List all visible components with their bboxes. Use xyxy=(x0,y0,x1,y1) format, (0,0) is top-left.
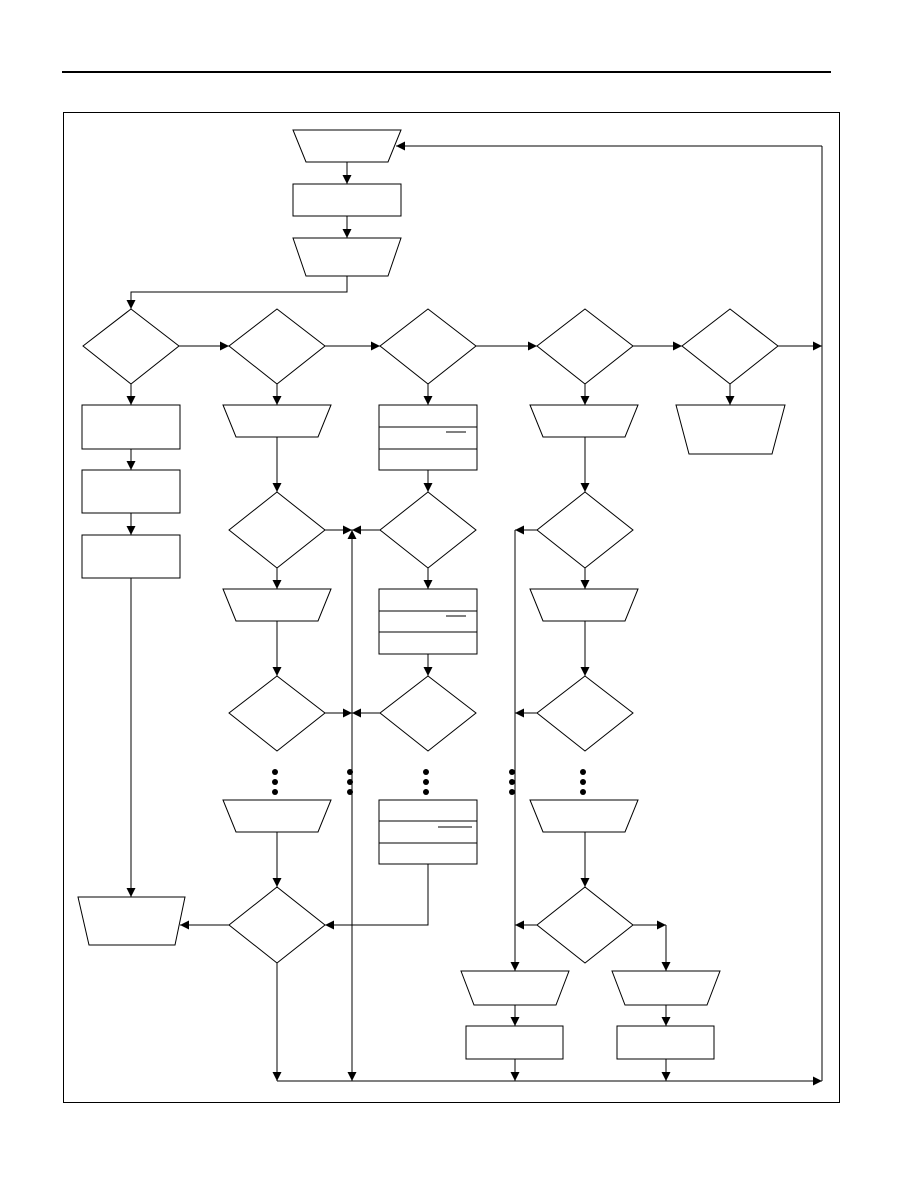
col4-io-b xyxy=(529,588,639,622)
col4-io-c xyxy=(529,799,639,833)
col1-output xyxy=(77,896,186,946)
init-process xyxy=(292,183,402,217)
col4-decision-c xyxy=(536,886,634,964)
col4-decision-b xyxy=(536,675,634,752)
col4-right-io xyxy=(611,970,721,1006)
diagram-frame xyxy=(63,112,840,1103)
col4-decision-a xyxy=(536,491,634,569)
connectors xyxy=(126,141,823,1086)
col2-io-b xyxy=(222,588,332,622)
read-io xyxy=(292,237,402,277)
col4-left-io xyxy=(460,970,570,1006)
col4-io-a xyxy=(529,404,639,438)
decision-2 xyxy=(228,308,326,385)
header-rule xyxy=(62,71,831,73)
col1-process-a xyxy=(81,404,181,450)
decision-5 xyxy=(681,308,779,385)
start-io xyxy=(292,129,402,163)
col4-left-process xyxy=(465,1025,564,1060)
col3-table-b xyxy=(378,588,478,655)
col1-process-b xyxy=(81,469,181,514)
col2-io-a xyxy=(222,404,332,438)
decision-1 xyxy=(82,308,180,385)
col5-output xyxy=(675,404,786,455)
decision-4 xyxy=(536,308,634,385)
decision-3 xyxy=(379,308,477,385)
col2-decision-c xyxy=(228,886,326,964)
col3-table-a xyxy=(378,404,478,471)
col2-decision-b xyxy=(228,675,326,752)
col4-right-process xyxy=(616,1025,715,1060)
col1-process-c xyxy=(81,534,181,579)
col2-decision-a xyxy=(228,491,326,569)
continuation-dots xyxy=(272,769,586,795)
col3-decision-a xyxy=(379,491,477,569)
col3-decision-b xyxy=(379,675,477,752)
col3-table-c xyxy=(378,799,478,865)
col2-io-c xyxy=(222,799,332,833)
